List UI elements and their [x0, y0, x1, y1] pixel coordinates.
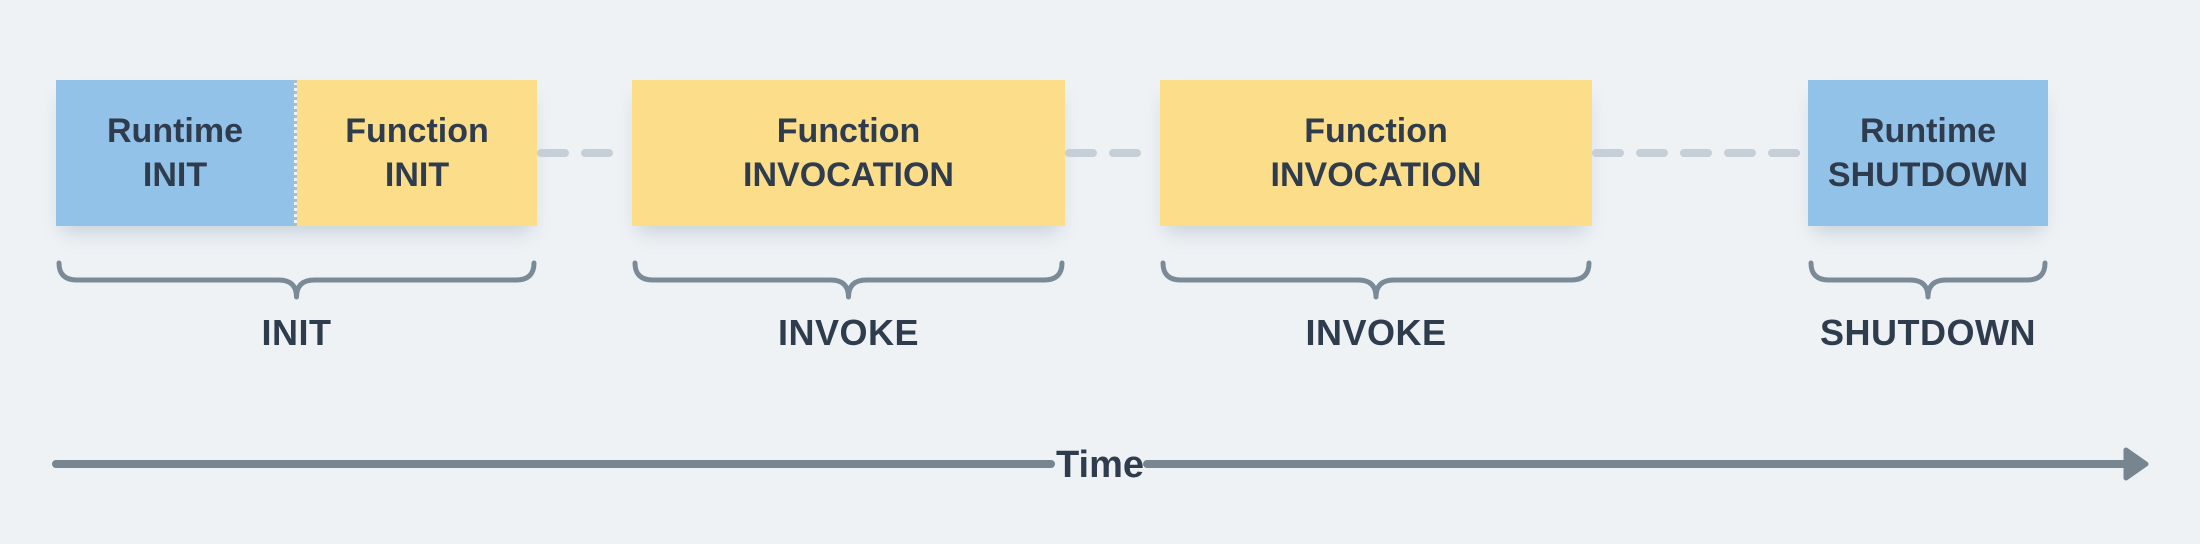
function-invocation-2-line1: Function — [1304, 112, 1448, 150]
function-init-line2: INIT — [384, 156, 450, 194]
shutdown-underbrace — [1808, 260, 2048, 300]
shutdown-phase-block: Runtime SHUTDOWN — [1808, 80, 2048, 226]
dashed-connector-2 — [1065, 149, 1160, 157]
time-axis-label: Time — [1055, 444, 1145, 486]
dashed-connector-3 — [1592, 149, 1808, 157]
invoke-underbrace-2 — [1160, 260, 1592, 300]
invoke-phase-label-2: INVOKE — [1305, 312, 1447, 353]
function-invocation-block-2: Function INVOCATION — [1160, 80, 1592, 226]
time-axis-line-left — [52, 460, 1055, 468]
init-underbrace — [56, 260, 537, 300]
invoke-phase-block-1: Function INVOCATION — [632, 80, 1065, 226]
function-invocation-1-line1: Function — [776, 112, 921, 150]
function-invocation-1-line2: INVOCATION — [743, 156, 954, 194]
runtime-init-block: Runtime INIT — [56, 80, 294, 226]
invoke-underbrace-1 — [632, 260, 1065, 300]
runtime-shutdown-line2: SHUTDOWN — [1827, 156, 2029, 194]
runtime-init-line1: Runtime — [107, 112, 243, 150]
invoke-phase-label-1: INVOKE — [777, 312, 920, 353]
dashed-connector-1 — [537, 149, 632, 157]
function-invocation-block-1: Function INVOCATION — [632, 80, 1065, 226]
init-phase-label: INIT — [261, 312, 332, 353]
init-phase-block: Runtime INIT Function INIT — [56, 80, 537, 226]
runtime-shutdown-block: Runtime SHUTDOWN — [1808, 80, 2048, 226]
runtime-shutdown-line1: Runtime — [1860, 112, 1996, 150]
invoke-phase-block-2: Function INVOCATION — [1160, 80, 1592, 226]
shutdown-phase-label: SHUTDOWN — [1820, 312, 2036, 353]
runtime-init-line2: INIT — [142, 156, 208, 194]
time-axis-line-right — [1143, 460, 2128, 468]
block-divider — [294, 80, 297, 226]
time-arrow-head-icon — [2122, 446, 2150, 482]
function-init-line1: Function — [345, 112, 489, 150]
function-init-block: Function INIT — [297, 80, 537, 226]
function-invocation-2-line2: INVOCATION — [1270, 156, 1482, 194]
